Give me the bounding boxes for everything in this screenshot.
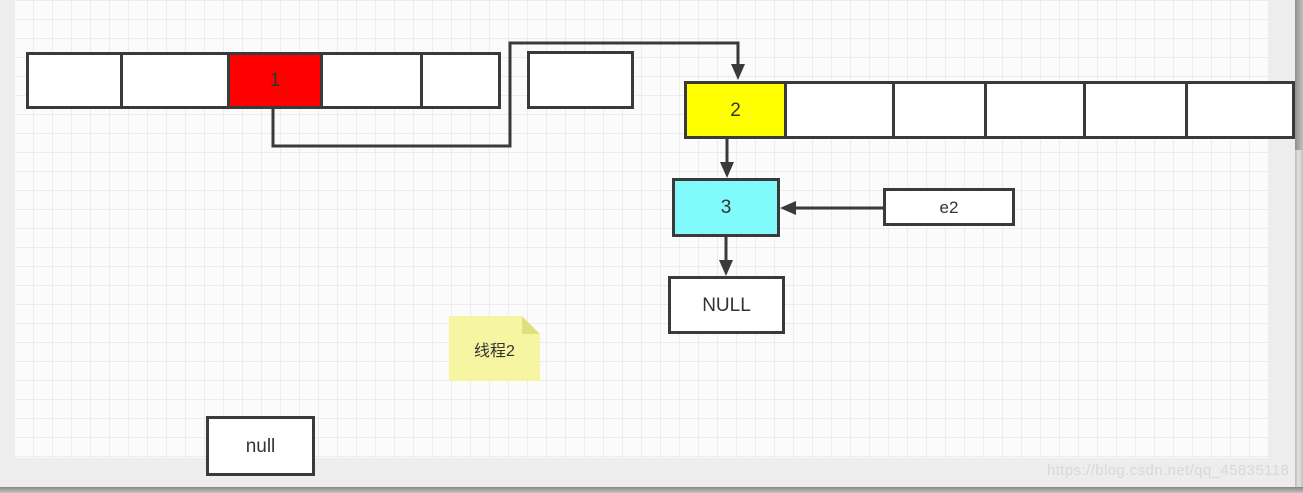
right-array-cell-5[interactable] xyxy=(1083,81,1188,139)
node3-box[interactable]: 3 xyxy=(672,178,780,237)
null-box-lower[interactable]: null xyxy=(206,416,315,476)
top-array-cell-1[interactable] xyxy=(26,52,123,109)
top-array-cell-2[interactable] xyxy=(120,52,230,109)
connector-red-to-yellow[interactable] xyxy=(271,41,740,148)
horizontal-scrollbar[interactable] xyxy=(0,487,1303,493)
arrowhead-into-yellow xyxy=(731,64,745,80)
yellow-cell-label: 2 xyxy=(730,99,741,121)
e2-box[interactable]: e2 xyxy=(883,188,1015,226)
arrowhead-into-null xyxy=(719,260,733,276)
top-array-cell-4[interactable] xyxy=(320,52,423,109)
yellow-cell[interactable]: 2 xyxy=(684,81,787,139)
red-cell[interactable]: 1 xyxy=(227,52,323,109)
vertical-scrollbar[interactable] xyxy=(1295,0,1303,493)
right-array-cell-3[interactable] xyxy=(892,81,987,139)
right-array-cell-4[interactable] xyxy=(984,81,1086,139)
null-lower-label: null xyxy=(245,435,276,457)
top-array-cell-5[interactable] xyxy=(420,52,501,109)
arrowhead-into-node3-right xyxy=(780,201,796,215)
sticky-note-label: 线程2 xyxy=(474,342,515,360)
sticky-note[interactable]: 线程2 xyxy=(449,316,540,381)
detached-cell[interactable] xyxy=(527,51,634,109)
arrowhead-into-node3-top xyxy=(720,162,734,178)
right-array-cell-2[interactable] xyxy=(784,81,895,139)
null-box-upper[interactable]: NULL xyxy=(668,276,785,334)
node3-label: 3 xyxy=(720,197,732,218)
null-upper-label: NULL xyxy=(702,294,751,316)
red-cell-label: 1 xyxy=(269,70,281,91)
e2-label: e2 xyxy=(939,197,959,217)
csdn-watermark: https://blog.csdn.net/qq_45835118 xyxy=(1047,462,1290,479)
vertical-scrollbar-thumb[interactable] xyxy=(1295,0,1303,150)
right-array-cell-6[interactable] xyxy=(1185,81,1295,139)
